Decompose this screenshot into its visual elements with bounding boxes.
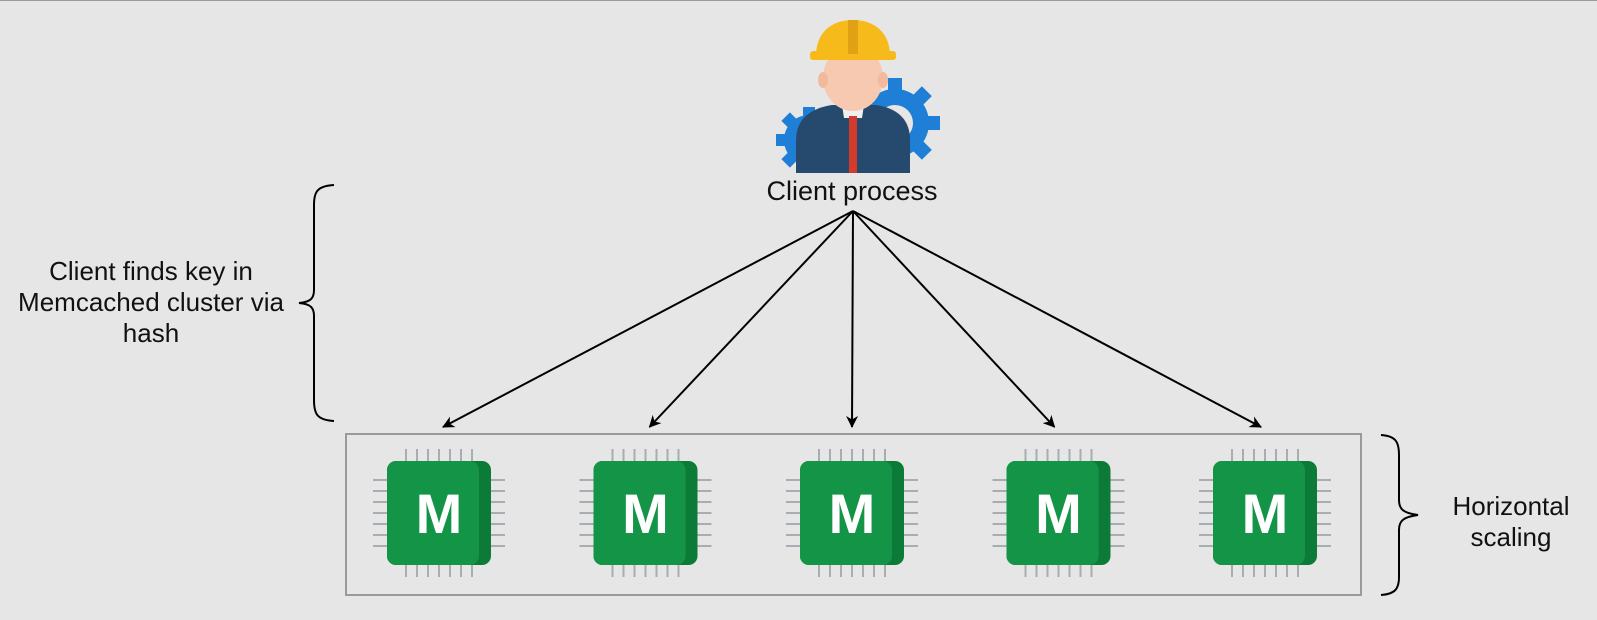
engineer-with-gears-icon — [776, 20, 940, 173]
right-brace — [1380, 434, 1419, 596]
node-letter: M — [829, 482, 876, 545]
chip-pins — [579, 449, 712, 577]
memcached-node-3: M — [786, 449, 918, 577]
hash-lookup-note-line: hash — [122, 318, 180, 348]
memcached-node-4: M — [992, 449, 1125, 577]
arrow-to-node-4 — [852, 210, 1056, 428]
memcached-node-2: M — [579, 449, 712, 577]
node-letter: M — [622, 482, 669, 545]
arrows — [442, 210, 1262, 428]
hash-lookup-note-line: Memcached cluster via — [18, 287, 284, 317]
memcached-node-1: M — [373, 449, 505, 577]
memcached-cluster-box — [345, 433, 1362, 596]
horizontal-scaling-note-line: scaling — [1470, 522, 1552, 552]
node-letter: M — [1035, 482, 1082, 545]
arrow-to-node-1 — [442, 210, 854, 428]
horizontal-scaling-note: Horizontal scaling — [1425, 491, 1597, 553]
node-letter: M — [416, 482, 463, 545]
hash-lookup-note: Client finds key in Memcached cluster vi… — [0, 256, 302, 349]
chip-pins — [373, 449, 505, 577]
chip-pins — [786, 449, 918, 577]
client-process-label: Client process — [766, 176, 938, 206]
hash-lookup-note-line: Client finds key in — [49, 256, 253, 286]
memcached-node-5: M — [1199, 449, 1331, 577]
arrow-to-node-2 — [648, 210, 854, 428]
left-brace — [298, 184, 335, 422]
arrow-to-node-3 — [846, 210, 859, 428]
horizontal-scaling-note-line: Horizontal — [1452, 491, 1570, 521]
top-border — [0, 0, 1597, 1]
chip-pins — [992, 449, 1125, 577]
chip-pins — [1199, 449, 1331, 577]
node-letter: M — [1242, 482, 1289, 545]
arrow-to-node-5 — [852, 210, 1262, 428]
